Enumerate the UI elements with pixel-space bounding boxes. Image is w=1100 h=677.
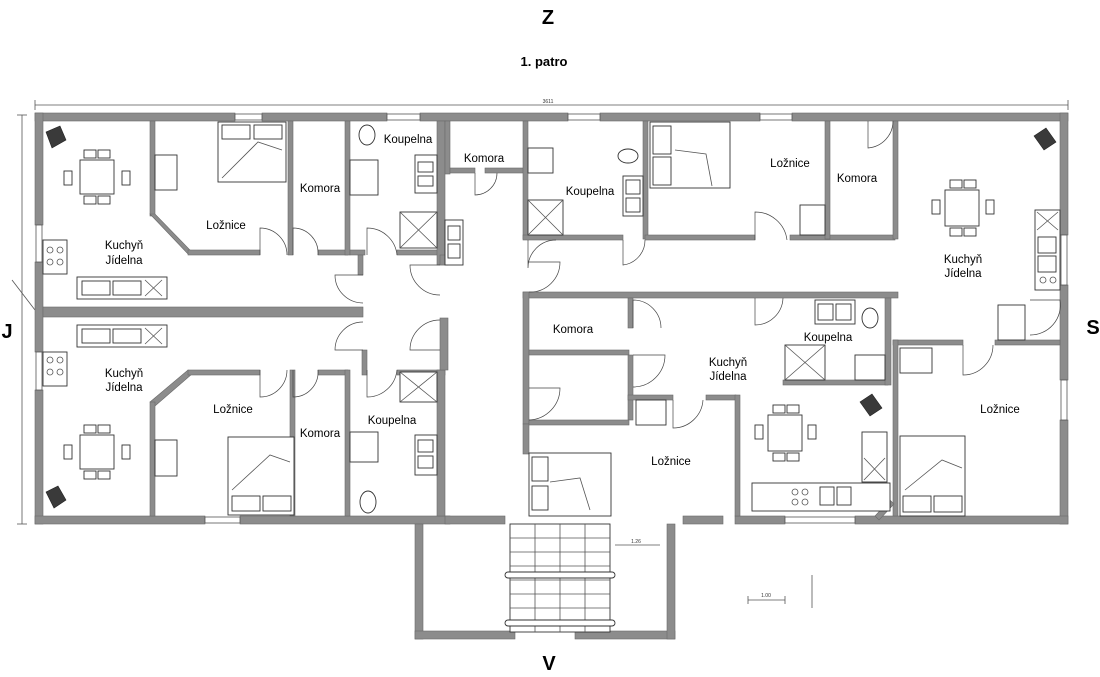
me-apartment-furniture	[528, 299, 966, 517]
room-label-sw-dining: Jídelna	[105, 382, 143, 394]
room-label-mid-bath: Koupelna	[804, 332, 853, 344]
outer-walls	[34, 112, 1069, 525]
cn-apartment-furniture	[527, 121, 826, 236]
room-label-ne-bedroom: Ložnice	[770, 158, 810, 170]
total-width-dim: 3611	[543, 99, 554, 105]
stove-icon	[859, 393, 883, 417]
room-label-ne-dining: Jídelna	[944, 268, 982, 280]
room-label-nw-kitchen: Kuchyň	[105, 240, 143, 252]
stove-icon	[45, 485, 67, 509]
room-labels: Kuchyň Jídelna Ložnice Komora Koupelna K…	[105, 134, 1020, 468]
compass-west: J	[1, 321, 12, 343]
room-label-se-bedroom: Ložnice	[980, 404, 1020, 416]
nw-apartment-furniture	[42, 121, 464, 300]
stairwell: 1.26	[504, 523, 660, 633]
room-label-c-bath: Koupelna	[566, 186, 615, 198]
room-label-mid-closet: Komora	[553, 324, 594, 336]
room-label-mid-kitchen: Kuchyň	[709, 357, 747, 369]
room-label-nw-dining: Jídelna	[105, 255, 143, 267]
room-label-sw-closet: Komora	[300, 428, 341, 440]
scale-label: 1.00	[761, 593, 771, 599]
stove-icon	[1033, 127, 1057, 151]
room-label-mid-bedroom: Ložnice	[651, 456, 691, 468]
compass-south: V	[542, 653, 556, 675]
room-label-nw-bath: Koupelna	[384, 134, 433, 146]
interior-walls	[42, 120, 1061, 640]
stove-icon	[45, 125, 67, 149]
compass-north: Z	[542, 7, 554, 29]
room-label-ne-closet: Komora	[837, 173, 878, 185]
scale-bar: 1.00	[747, 575, 813, 608]
dimension-lines: 3611	[11, 99, 1069, 525]
ne-apartment-furniture	[931, 127, 1061, 341]
sw-apartment-furniture	[42, 324, 438, 516]
floor-title: 1. patro	[521, 54, 568, 69]
compass-east: S	[1086, 317, 1099, 339]
room-label-mid-dining: Jídelna	[709, 371, 747, 383]
room-label-c-closet: Komora	[464, 153, 505, 165]
room-label-nw-bedroom: Ložnice	[206, 220, 246, 232]
room-label-sw-bedroom: Ložnice	[213, 404, 253, 416]
room-label-sw-kitchen: Kuchyň	[105, 368, 143, 380]
room-label-sw-bath: Koupelna	[368, 415, 417, 427]
doors	[259, 120, 1061, 429]
room-label-nw-closet: Komora	[300, 183, 341, 195]
stair-width-dim: 1.26	[631, 539, 641, 545]
room-label-ne-kitchen: Kuchyň	[944, 254, 982, 266]
